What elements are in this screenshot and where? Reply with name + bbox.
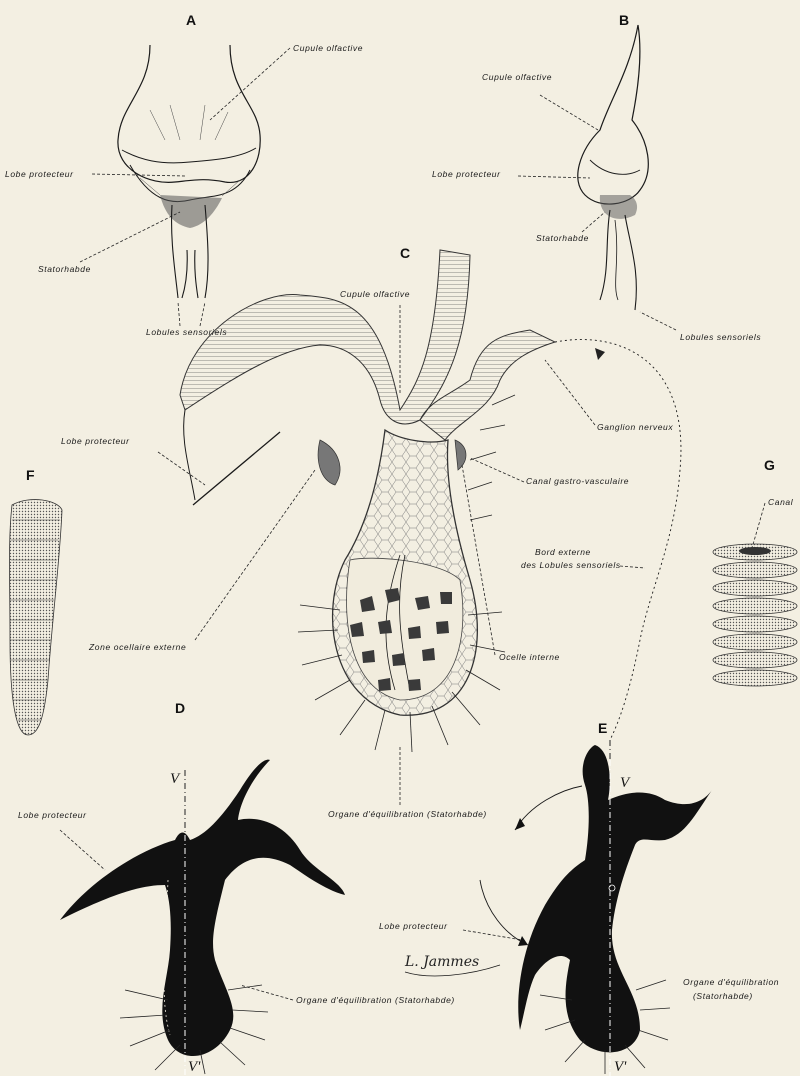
rotation-arrow-upper <box>515 786 582 830</box>
axis-d-bottom-v-prime: V' <box>188 1059 201 1075</box>
figure-letter-g: G <box>764 457 775 473</box>
label-d-lobe-protecteur: Lobe protecteur <box>18 810 87 820</box>
label-g-canal: Canal <box>768 497 794 507</box>
label-e-organe-equilibration-2: (Statorhabde) <box>693 991 753 1001</box>
figure-e: E V V' Lobe protecteur Organe d'équilibr… <box>379 720 779 1076</box>
figure-a-drawing <box>118 45 260 298</box>
figure-b: B Cupule olfactive Lobe protecteur Stato… <box>432 12 761 342</box>
figure-b-drawing <box>578 25 649 310</box>
artist-signature: L. Jammes <box>404 954 479 970</box>
label-a-statorhabde: Statorhabde <box>38 264 91 274</box>
rotation-arrow-lower <box>480 880 528 945</box>
label-e-organe-equilibration-1: Organe d'équilibration <box>683 977 779 987</box>
label-b-statorhabde: Statorhabde <box>536 233 589 243</box>
label-c-zone-ocellaire-externe: Zone ocellaire externe <box>88 642 186 652</box>
label-c-lobe-protecteur: Lobe protecteur <box>61 436 130 446</box>
figure-c-section <box>180 250 681 752</box>
label-c-bord-externe-1: Bord externe <box>535 547 591 557</box>
label-c-ganglion-nerveux: Ganglion nerveux <box>597 422 673 432</box>
label-c-bord-externe-2: des Lobules sensoriels <box>521 560 621 570</box>
label-c-canal-gastro-vasculaire: Canal gastro-vasculaire <box>526 476 629 486</box>
figure-g: G Canal <box>713 457 797 686</box>
figure-letter-a: A <box>186 12 196 28</box>
label-b-lobe-protecteur: Lobe protecteur <box>432 169 501 179</box>
label-a-lobe-protecteur: Lobe protecteur <box>5 169 74 179</box>
label-c-organe-equilibration: Organe d'équilibration (Statorhabde) <box>328 809 487 819</box>
figure-d-silhouette <box>60 760 345 1076</box>
axis-d-top-v: V <box>170 771 181 787</box>
label-a-cupule-olfactive: Cupule olfactive <box>293 43 363 53</box>
axis-e-top-v: V <box>620 775 631 791</box>
axis-e-bottom-v-prime: V' <box>614 1059 627 1075</box>
label-b-cupule-olfactive: Cupule olfactive <box>482 72 552 82</box>
figure-d: D V V' Lobe protecteur Organe d'équilibr… <box>18 700 455 1076</box>
label-b-lobules-sensoriels: Lobules sensoriels <box>680 332 761 342</box>
label-c-cupule-olfactive: Cupule olfactive <box>340 289 410 299</box>
figure-e-silhouette <box>518 740 712 1076</box>
figure-a: A Cupule olfactive Lobe protecteur Stato… <box>5 12 363 337</box>
figure-letter-c: C <box>400 245 410 261</box>
label-d-organe-equilibration: Organe d'équilibration (Statorhabde) <box>296 995 455 1005</box>
label-e-lobe-protecteur: Lobe protecteur <box>379 921 448 931</box>
figure-letter-d: D <box>175 700 185 716</box>
figure-f-drawing <box>10 500 63 735</box>
label-c-ocelle-interne: Ocelle interne <box>499 652 560 662</box>
figure-g-canal-rings <box>713 544 797 686</box>
figure-f: F <box>10 467 63 735</box>
figure-letter-b: B <box>619 12 629 28</box>
figure-letter-e: E <box>598 720 607 736</box>
figure-letter-f: F <box>26 467 35 483</box>
